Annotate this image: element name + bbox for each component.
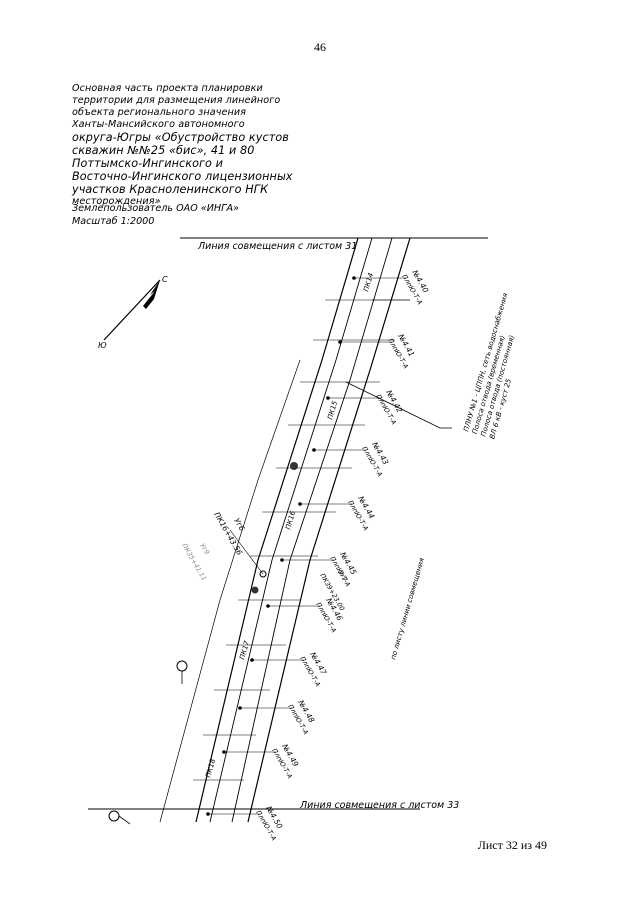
marker-point-icon <box>338 340 342 344</box>
corridor <box>159 237 411 823</box>
marker-point-icon <box>298 502 302 506</box>
angle-point: Уг6 ПК16+43.56 <box>212 511 267 578</box>
callout-leader <box>345 381 452 429</box>
grid-lines <box>193 299 410 781</box>
title-line: Ханты-Мансийского автономного <box>72 119 245 130</box>
angle-label: Уг6 <box>232 517 247 533</box>
station-label: ПК18 <box>204 757 217 778</box>
well-marker-icon <box>251 586 259 594</box>
station-labels: ПК14 ПК15 ПК16 ПК17 ПК18 <box>204 272 375 779</box>
marker-point-icon <box>266 604 270 608</box>
benchmark-icon <box>176 660 188 672</box>
marker-point-icon <box>326 396 330 400</box>
callout-rotated-note: по листу линии совмещения <box>389 557 426 661</box>
drawing-title-block: Основная часть проекта планировки террит… <box>72 83 312 208</box>
marker-point-icon <box>222 750 226 754</box>
marker-point-icon <box>352 276 356 280</box>
title-line: участков Красноленинского НГК <box>72 183 269 196</box>
north-letter: С <box>162 275 168 284</box>
marker-point-icon <box>250 658 254 662</box>
title-line: объекта регионального значения <box>72 107 247 118</box>
marker-point-icon <box>206 812 210 816</box>
north-arrow-icon: С Ю <box>98 275 168 350</box>
sheet-number: Лист 32 из 49 <box>477 838 547 852</box>
point-label: Уг9 <box>198 542 211 556</box>
title-line: Поттымско-Ингинского и <box>72 157 224 170</box>
drawing-scale: Масштаб 1:2000 <box>72 216 155 227</box>
title-line: месторождения» <box>72 196 161 207</box>
svg-text:по листу линии совмещения: по листу линии совмещения <box>389 557 426 661</box>
title-line: Восточно-Ингинского лицензионных <box>72 170 293 183</box>
page-number: 46 <box>314 40 326 54</box>
title-line: округа-Югры «Обустройство кустов <box>72 131 290 144</box>
title-line: территории для размещения линейного <box>72 95 281 106</box>
match-line-top-label: Линия совмещения с листом 31 <box>197 241 357 252</box>
marker-point-icon <box>238 706 242 710</box>
callout-text: ПЛНУ №1 - ЦППН, сеть водоснабжения Полос… <box>462 292 516 440</box>
match-line-bottom-label: Линия совмещения с листом 33 <box>299 800 459 811</box>
marker-point-icon <box>280 558 284 562</box>
station-label: ПК16 <box>284 509 297 530</box>
station-label: ПК14 <box>362 272 375 293</box>
marker-point-icon <box>312 448 316 452</box>
benchmark-icon <box>108 810 120 822</box>
title-line: Основная часть проекта планировки <box>72 83 263 94</box>
south-letter: Ю <box>98 341 107 350</box>
title-line: скважин №№25 «бис», 41 и 80 <box>72 144 255 157</box>
well-marker-icon <box>290 462 298 470</box>
land-user: Землепользователь ОАО «ИНГА» <box>72 203 239 214</box>
